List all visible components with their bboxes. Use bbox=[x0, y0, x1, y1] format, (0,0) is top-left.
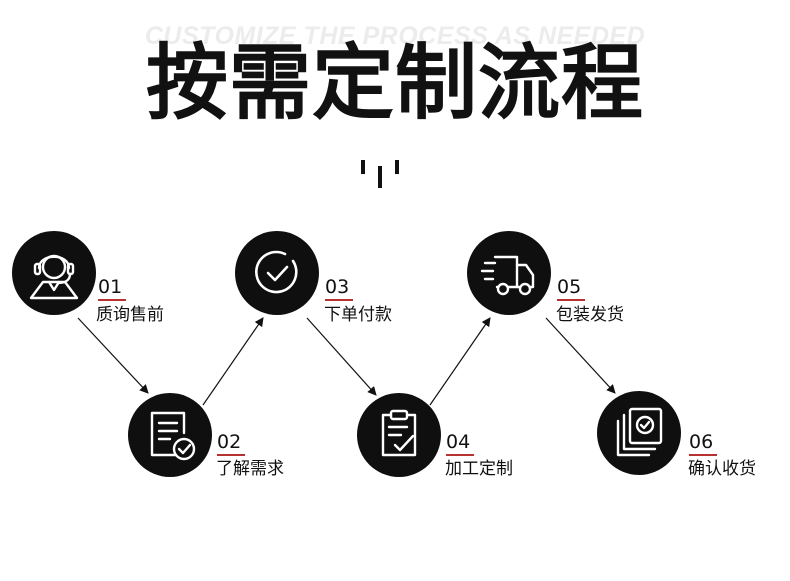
arrow-02-03 bbox=[202, 317, 264, 406]
arrow-05-06 bbox=[545, 317, 616, 394]
arrow-04-05 bbox=[429, 317, 491, 406]
stacked-documents-check-icon bbox=[616, 407, 663, 457]
step-05-number: 05 bbox=[557, 276, 586, 301]
step-01-label: 质询售前 bbox=[96, 305, 164, 325]
step-06-circle bbox=[597, 391, 681, 475]
delivery-truck-icon bbox=[480, 255, 535, 296]
step-04-circle bbox=[357, 393, 441, 477]
step-04-number: 04 bbox=[446, 431, 475, 456]
step-02-circle bbox=[128, 393, 212, 477]
step-03-number: 03 bbox=[325, 276, 354, 301]
check-circle-icon bbox=[255, 250, 298, 294]
step-01-number: 01 bbox=[98, 276, 127, 301]
title-divider bbox=[361, 158, 401, 188]
step-04-label: 加工定制 bbox=[445, 459, 513, 479]
step-01-circle bbox=[12, 231, 96, 315]
step-03-label: 下单付款 bbox=[324, 305, 392, 325]
step-02-number: 02 bbox=[217, 431, 246, 456]
headset-support-icon bbox=[29, 254, 79, 300]
step-05-circle bbox=[467, 231, 551, 315]
arrow-01-02 bbox=[77, 317, 149, 394]
step-06-number: 06 bbox=[689, 431, 718, 456]
step-05-label: 包装发货 bbox=[556, 305, 624, 325]
clipboard-check-icon bbox=[381, 409, 417, 457]
step-03-circle bbox=[235, 231, 319, 315]
step-06-label: 确认收货 bbox=[688, 459, 756, 479]
page-title: 按需定制流程 bbox=[145, 36, 644, 131]
background-subtitle: CUSTOMIZE THE PROCESS AS NEEDED bbox=[144, 22, 646, 50]
arrow-03-04 bbox=[306, 317, 377, 396]
document-check-icon bbox=[150, 411, 196, 461]
step-02-label: 了解需求 bbox=[216, 459, 284, 479]
